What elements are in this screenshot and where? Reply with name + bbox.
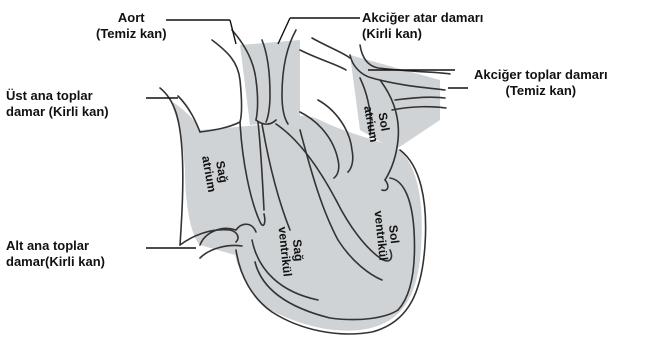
label-akciger-toplar: Akciğer toplar damarı (Temiz kan) xyxy=(474,67,608,99)
aort-leader-tip xyxy=(230,20,236,44)
label-akciger-atar-line2: (Kirli kan) xyxy=(362,26,483,42)
label-aort: Aort (Temiz kan) xyxy=(96,10,167,42)
label-aort-line2: (Temiz kan) xyxy=(96,26,167,42)
label-akciger-toplar-line2: (Temiz kan) xyxy=(474,83,608,99)
label-ust-ana-line1: Üst ana toplar xyxy=(6,88,109,104)
label-ust-ana: Üst ana toplar damar (Kirli kan) xyxy=(6,88,109,120)
label-aort-line1: Aort xyxy=(96,10,167,26)
label-akciger-atar: Akciğer atar damarı (Kirli kan) xyxy=(362,10,483,42)
label-alt-ana-line2: damar(Kirli kan) xyxy=(6,254,105,270)
label-ust-ana-line2: damar (Kirli kan) xyxy=(6,104,109,120)
label-akciger-toplar-line1: Akciğer toplar damarı xyxy=(474,67,608,83)
label-alt-ana: Alt ana toplar damar(Kirli kan) xyxy=(6,238,105,270)
label-akciger-atar-line1: Akciğer atar damarı xyxy=(362,10,483,26)
label-alt-ana-line1: Alt ana toplar xyxy=(6,238,105,254)
akciger-atar-leader-tip xyxy=(278,18,290,44)
